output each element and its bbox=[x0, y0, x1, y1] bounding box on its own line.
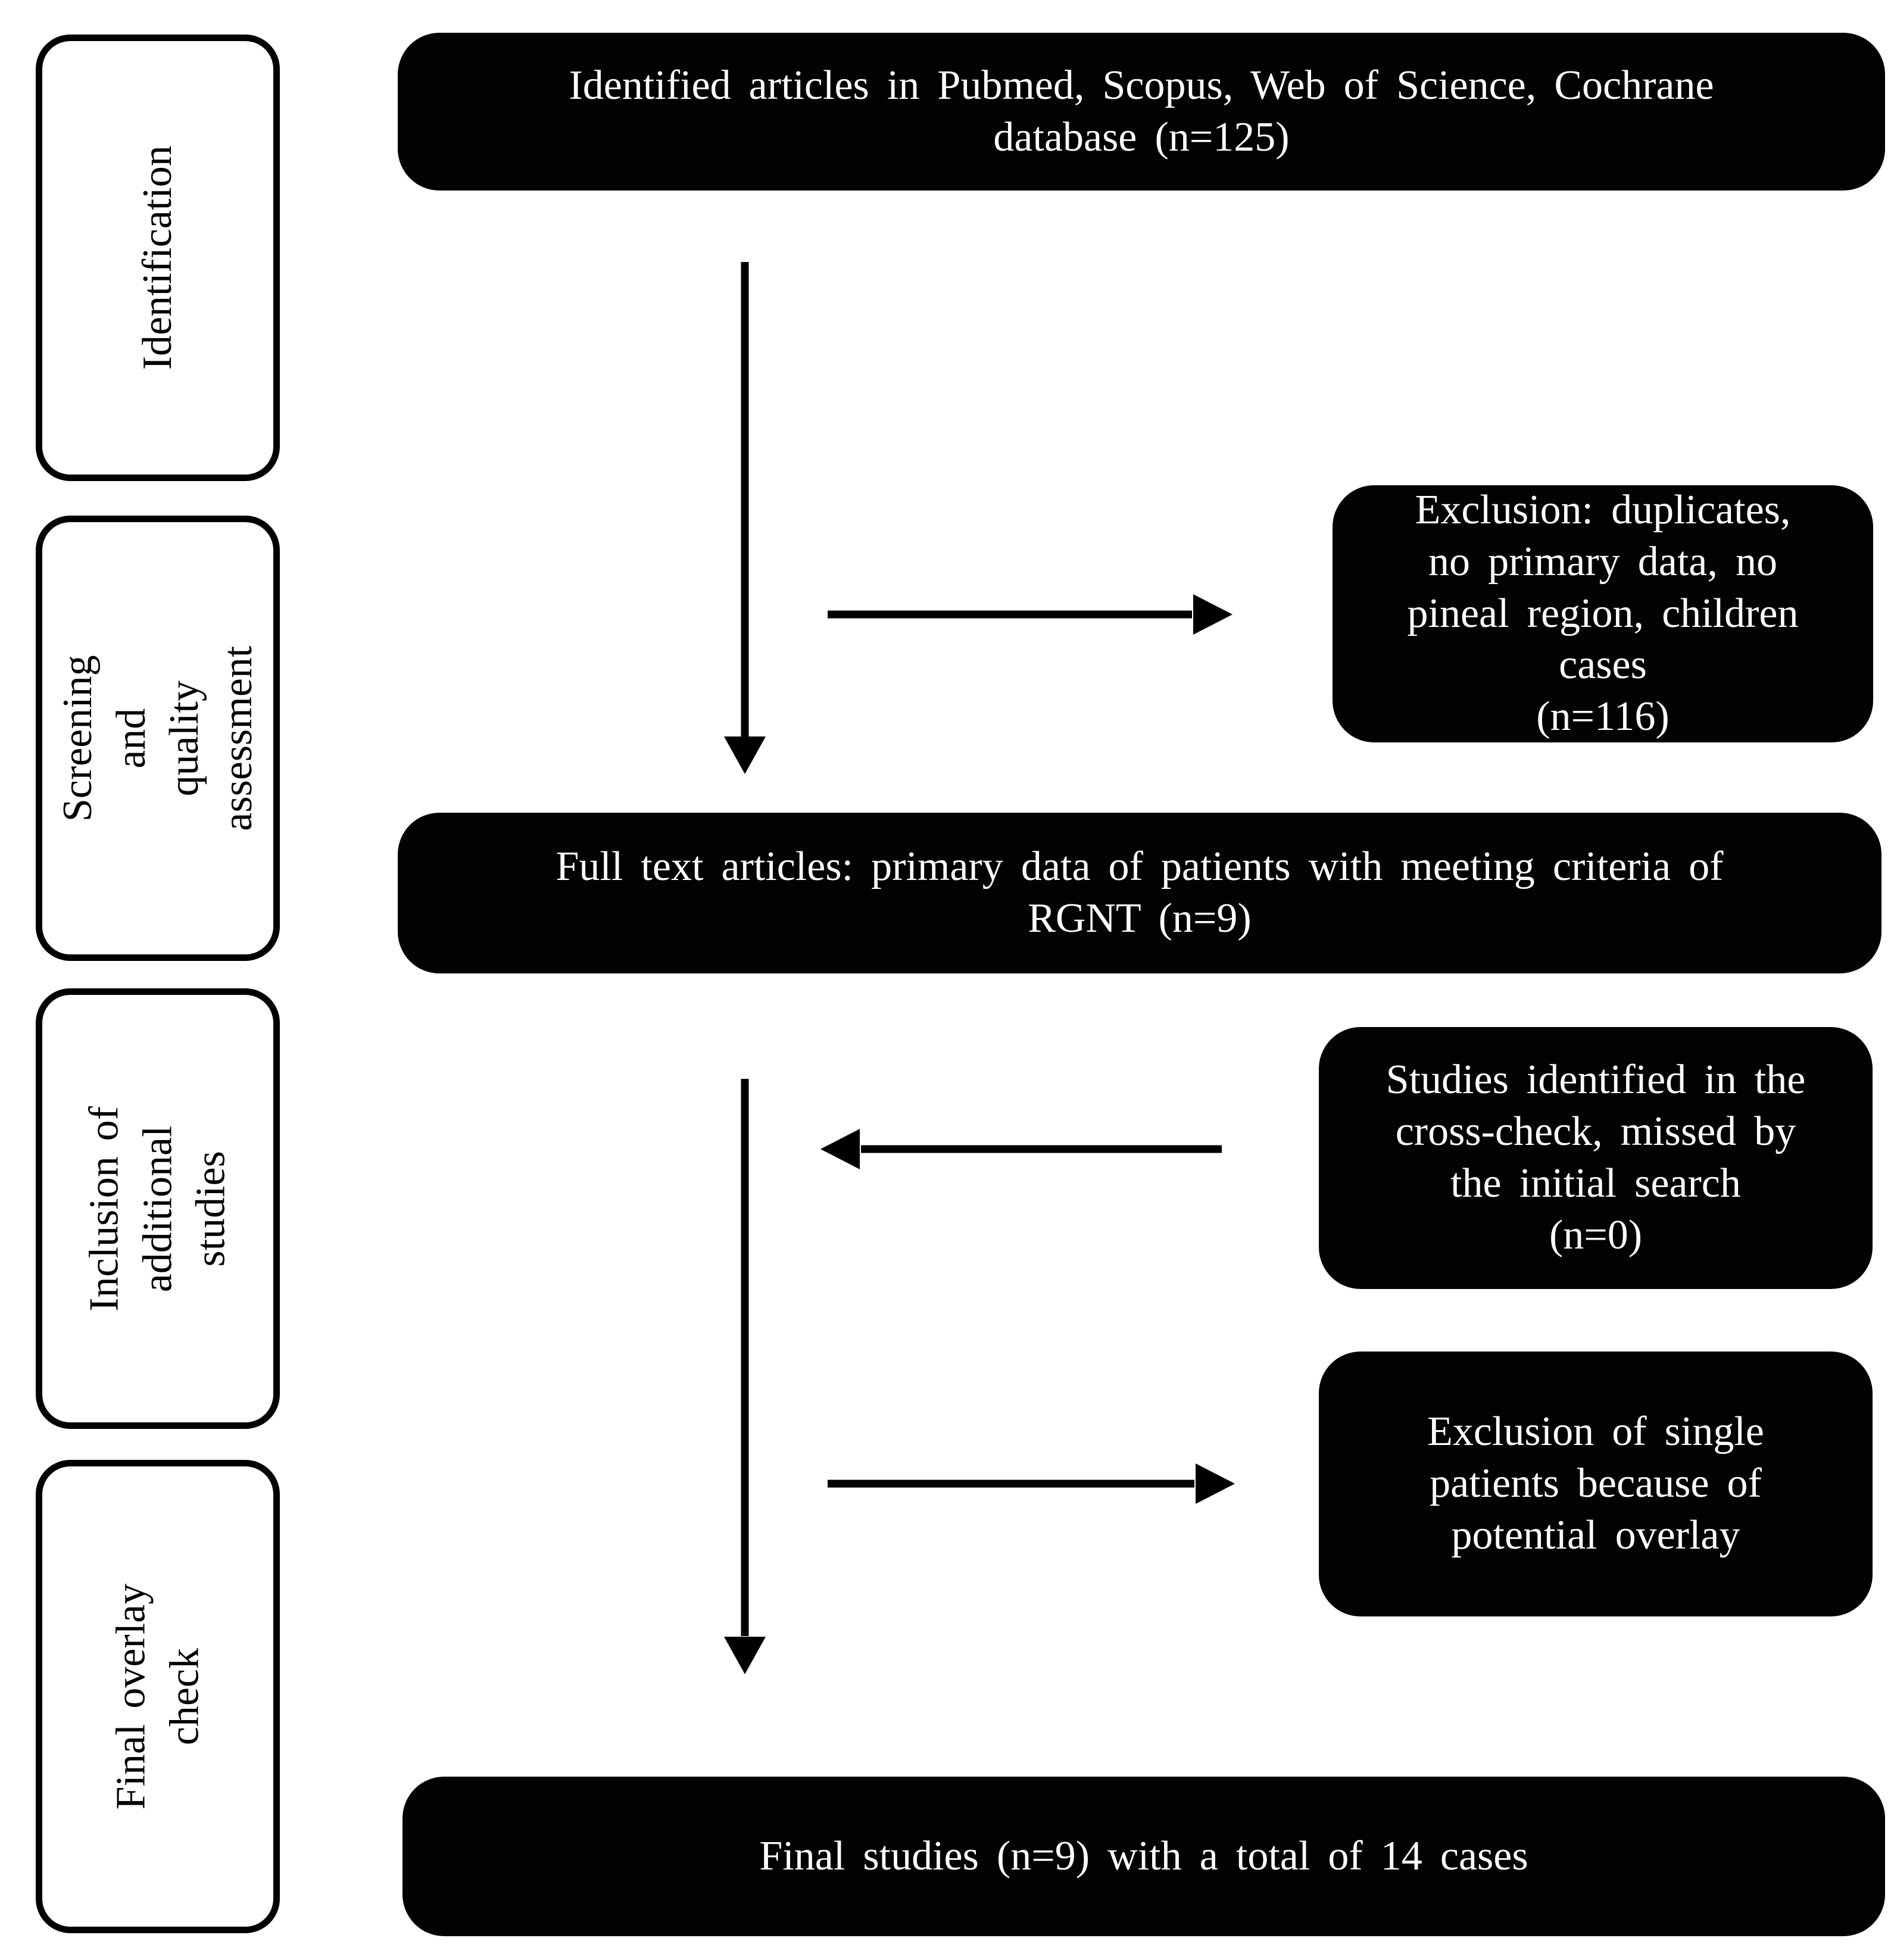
flow-box-full-text-articles: Full text articles: primary data of pati… bbox=[398, 813, 1881, 973]
stage-label-screening-quality-assessment: Screening and quality assessment bbox=[54, 645, 261, 831]
stage-box-identification: Identification bbox=[36, 35, 280, 481]
arrow-crosscheck-to-flow bbox=[820, 1129, 1222, 1169]
flow-box-cross-check-studies: Studies identified in the cross-check, m… bbox=[1319, 1027, 1873, 1289]
arrow-identified-to-exclusion-duplicates bbox=[828, 594, 1232, 635]
stage-label-inclusion-additional-studies: Inclusion of additional studies bbox=[81, 1106, 234, 1312]
stage-label-identification: Identification bbox=[135, 145, 181, 370]
flow-box-exclusion-duplicates: Exclusion: duplicates, no primary data, … bbox=[1333, 485, 1873, 742]
arrow-identified-to-fulltext bbox=[724, 262, 766, 774]
stage-box-final-overlay-check: Final overlay check bbox=[36, 1460, 280, 1933]
stage-box-screening-quality-assessment: Screening and quality assessment bbox=[36, 516, 280, 961]
arrow-flow-to-exclusion-single bbox=[828, 1463, 1235, 1504]
stage-box-inclusion-additional-studies: Inclusion of additional studies bbox=[36, 988, 280, 1429]
flow-box-exclusion-single-patients: Exclusion of single patients because of … bbox=[1319, 1352, 1873, 1616]
stage-label-final-overlay-check: Final overlay check bbox=[108, 1583, 207, 1810]
arrow-fulltext-to-final bbox=[724, 1079, 766, 1674]
flow-box-final-studies: Final studies (n=9) with a total of 14 c… bbox=[402, 1777, 1885, 1936]
flow-box-identified-articles: Identified articles in Pubmed, Scopus, W… bbox=[398, 33, 1885, 191]
